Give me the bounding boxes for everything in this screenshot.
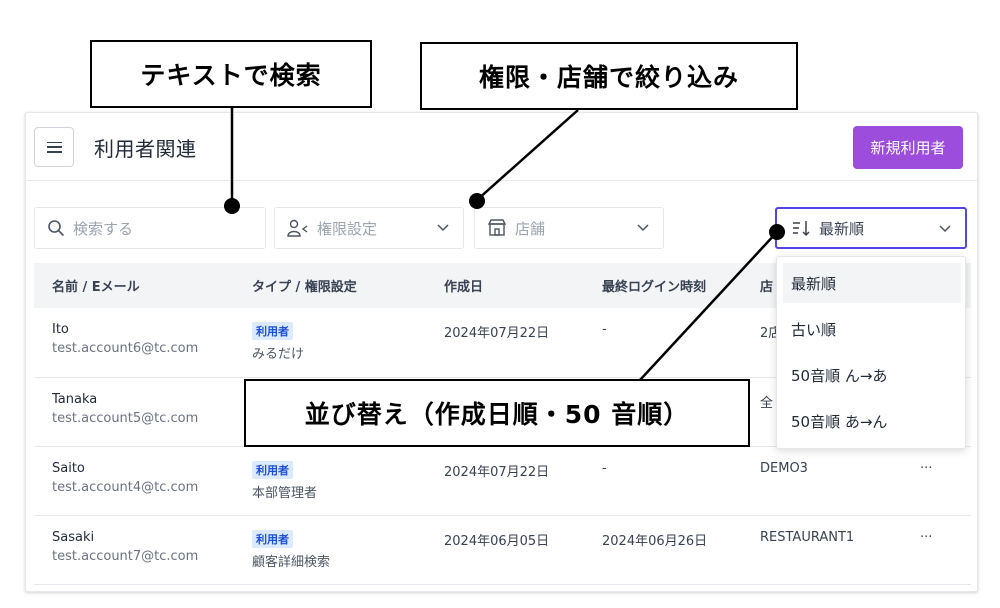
user-email: test.account6@tc.com [52,341,199,356]
table-row[interactable]: Sasaki test.account7@tc.com 利用者 顧客詳細検索 2… [34,515,971,585]
type-cell: 利用者 みるだけ [234,308,426,378]
sort-value: 最新順 [819,219,865,238]
user-email: test.account5@tc.com [52,410,199,426]
name-cell: Sasaki test.account7@tc.com [34,515,234,585]
new-user-button[interactable]: 新規利用者 [853,126,963,169]
user-name: Saito [52,460,85,476]
page-header: 利用者関連 新規利用者 [26,113,977,181]
user-email: test.account4@tc.com [52,479,199,495]
sort-option-oldest[interactable]: 古い順 [791,320,837,339]
column-header-created[interactable]: 作成日 [426,263,584,308]
hamburger-icon [46,141,62,153]
created-date: 2024年06月05日 [426,515,584,585]
callout-filter: 権限・店舗で絞り込み [420,42,798,110]
role-filter-placeholder: 権限設定 [317,219,378,238]
name-cell: Ito test.account6@tc.com [34,308,234,378]
callout-search: テキストで検索 [90,40,372,108]
created-date: 2024年07月22日 [426,446,584,516]
type-cell: 利用者 顧客詳細検索 [234,515,426,585]
store-icon [487,219,507,236]
sort-option-kana-desc[interactable]: 50音順 ん→あ [791,366,888,385]
user-role: 本部管理者 [252,485,318,501]
table-row[interactable]: Saito test.account4@tc.com 利用者 本部管理者 202… [34,446,971,516]
sort-option-newest[interactable]: 最新順 [783,263,961,303]
created-date: 2024年07月22日 [426,308,584,378]
sort-option-kana-asc[interactable]: 50音順 あ→ん [791,412,888,431]
column-header-last-login[interactable]: 最終ログイン時刻 [584,263,742,308]
more-actions-button[interactable]: ··· [902,446,971,516]
user-type-badge: 利用者 [252,529,293,548]
user-name: Sasaki [52,529,95,545]
store-filter-select[interactable]: 店舗 [474,207,664,249]
sort-dropdown-menu: 最新順 古い順 50音順 ん→あ 50音順 あ→ん [776,256,966,449]
last-login: - [584,308,742,378]
store-name: RESTAURANT1 [742,515,902,585]
column-header-name[interactable]: 名前 / Eメール [34,263,234,308]
user-email: test.account7@tc.com [52,548,199,564]
user-type-badge: 利用者 [252,460,293,479]
search-icon [48,220,64,236]
type-cell: 利用者 本部管理者 [234,446,426,516]
column-header-type[interactable]: タイプ / 権限設定 [234,263,426,308]
name-cell: Saito test.account4@tc.com [34,446,234,516]
role-filter-select[interactable]: 権限設定 [274,207,464,249]
user-role: みるだけ [252,347,305,362]
chevron-down-icon [437,224,449,232]
sort-icon [793,221,810,237]
name-cell: Tanaka test.account5@tc.com [34,377,234,447]
search-input[interactable]: 検索する [34,207,266,249]
sort-select[interactable]: 最新順 [775,207,967,249]
user-name: Ito [52,322,69,337]
store-filter-placeholder: 店舗 [515,219,546,238]
more-actions-button[interactable]: ··· [902,515,971,585]
page-title: 利用者関連 [94,137,197,161]
last-login: 2024年06月26日 [584,515,742,585]
chevron-down-icon [637,224,649,232]
user-type-badge: 利用者 [252,322,293,340]
menu-button[interactable] [34,127,74,167]
user-role-icon [287,219,308,237]
callout-sort: 並び替え（作成日順・50 音順） [244,379,750,447]
user-name: Tanaka [52,391,98,407]
chevron-down-icon [939,225,951,233]
store-name: DEMO3 [742,446,902,516]
search-placeholder: 検索する [73,219,134,238]
last-login: - [584,446,742,516]
user-role: 顧客詳細検索 [252,554,331,570]
